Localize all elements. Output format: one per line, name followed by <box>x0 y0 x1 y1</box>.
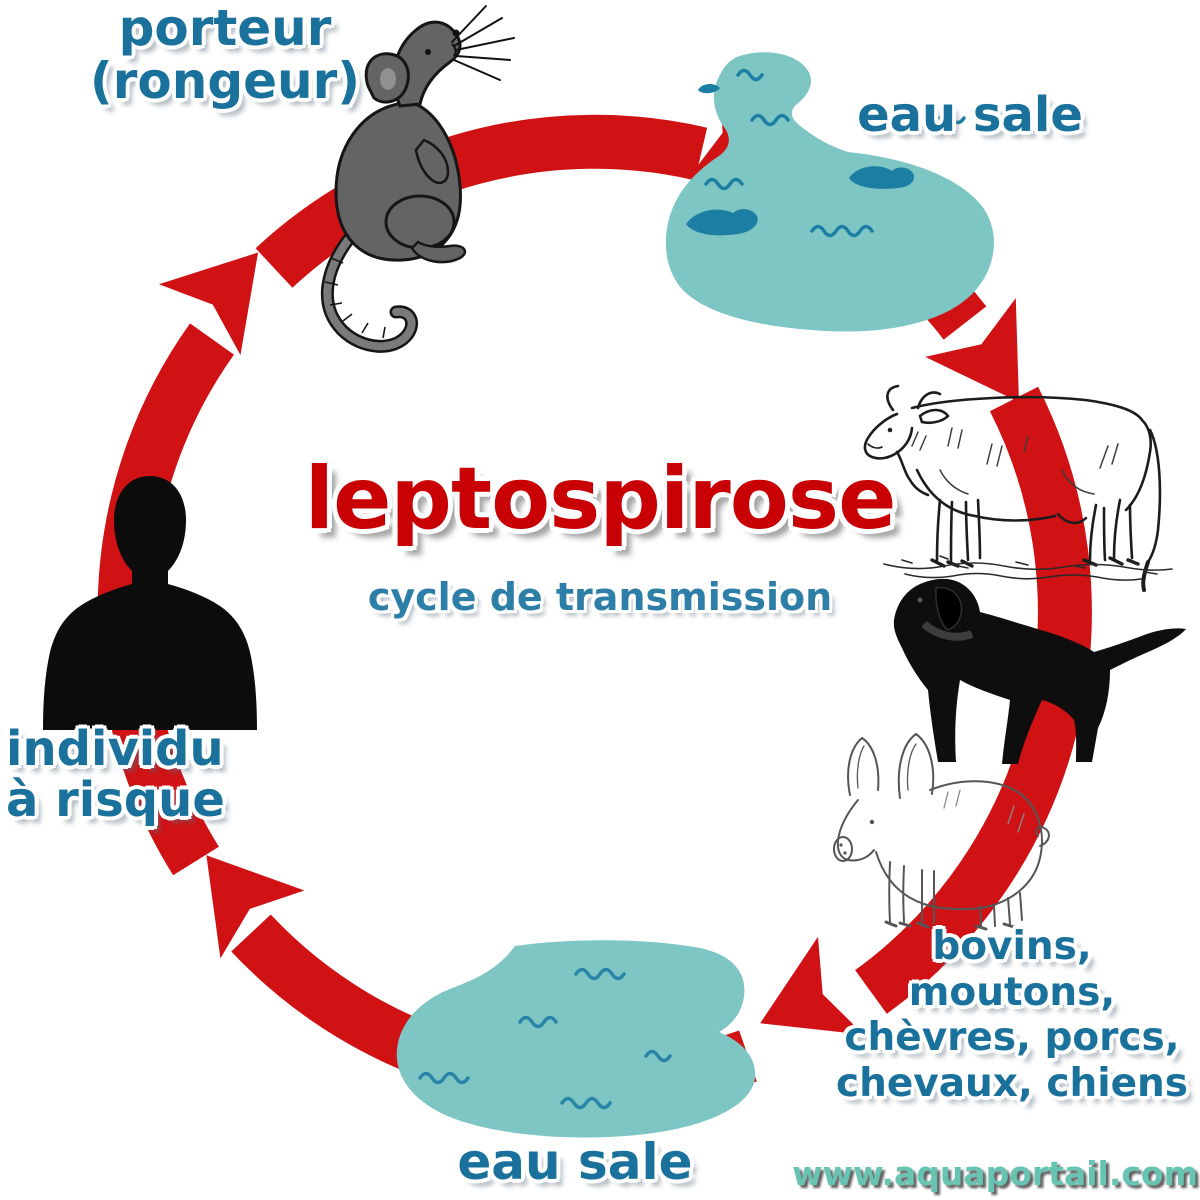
label-farm-animals: bovins, moutons, chèvres, porcs, chevaux… <box>826 924 1198 1107</box>
label-carrier-line1: porteur <box>118 0 332 57</box>
label-individual-line2: à risque <box>6 771 225 828</box>
dirty-water-bottom-icon <box>396 940 756 1138</box>
watermark-url: www.aquaportail.com <box>792 1154 1198 1193</box>
label-carrier-rodent: porteur (rongeur) <box>55 2 395 108</box>
dirty-water-top-icon <box>665 52 994 332</box>
human-silhouette-icon <box>43 476 257 730</box>
label-individual-line1: individu <box>6 721 224 777</box>
page-title: leptospirose <box>304 449 897 549</box>
rat-icon <box>320 5 515 353</box>
label-dirty-water-top: eau sale <box>857 87 1083 143</box>
cow-icon <box>863 384 1173 592</box>
page-subtitle: cycle de transmission <box>367 575 833 619</box>
label-carrier-line2: (rongeur) <box>89 52 361 110</box>
label-dirty-water-bottom: eau sale <box>457 1133 693 1191</box>
label-animals-line3: chevaux, chiens <box>835 1060 1189 1106</box>
pig-icon <box>833 732 1050 931</box>
dog-icon <box>893 578 1186 764</box>
label-animals-line1: bovins, moutons, <box>908 924 1116 1015</box>
label-at-risk-individual: individu à risque <box>6 724 246 826</box>
label-animals-line2: chèvres, porcs, <box>844 1015 1180 1061</box>
